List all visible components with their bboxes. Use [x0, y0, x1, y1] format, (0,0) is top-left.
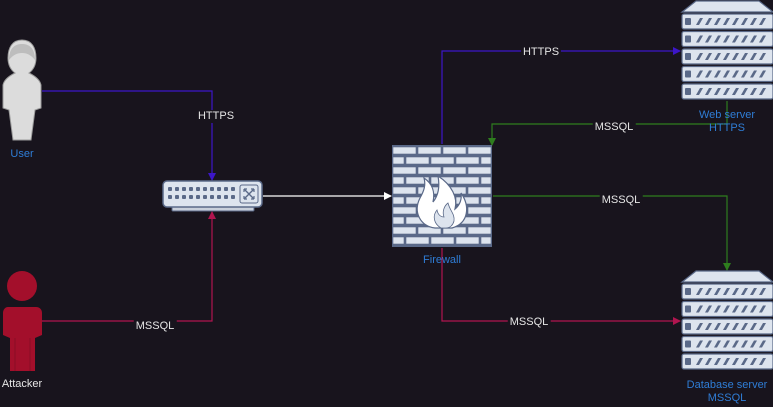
- web-server-label-line2: HTTPS: [708, 122, 746, 134]
- user-label: User: [10, 148, 34, 160]
- edge-user-to-switch[interactable]: [42, 90, 216, 181]
- firewall-label: Firewall: [423, 254, 461, 266]
- edge-label-web-mssql: MSSQL: [592, 121, 636, 134]
- network-switch-icon[interactable]: [162, 180, 263, 212]
- edge-attacker-to-switch[interactable]: [42, 211, 216, 322]
- edge-label-db-red-mssql: MSSQL: [507, 316, 551, 329]
- edges: [42, 47, 731, 325]
- edge-firewall-to-web[interactable]: [441, 47, 681, 144]
- edge-firewall-to-db-red[interactable]: [441, 248, 681, 325]
- edge-label-user-https: HTTPS: [195, 110, 237, 123]
- web-server-label-line1: Web server: [698, 109, 756, 121]
- edge-label-db-green-mssql: MSSQL: [599, 194, 643, 207]
- database-server-label: Database server MSSQL: [687, 379, 768, 405]
- user-icon[interactable]: [2, 39, 42, 141]
- firewall-icon[interactable]: [392, 145, 492, 247]
- edge-firewall-to-db-green[interactable]: [493, 195, 731, 271]
- attacker-icon[interactable]: [3, 271, 42, 371]
- database-server-label-line2: MSSQL: [707, 392, 747, 404]
- web-server-icon[interactable]: [680, 0, 773, 100]
- web-server-label: Web server HTTPS: [699, 109, 755, 135]
- attacker-label: Attacker: [1, 378, 43, 390]
- database-server-label-line1: Database server: [686, 379, 768, 391]
- edge-label-attacker-mssql: MSSQL: [133, 320, 177, 333]
- edge-label-web-https: HTTPS: [520, 46, 562, 59]
- database-server-icon[interactable]: [680, 270, 773, 370]
